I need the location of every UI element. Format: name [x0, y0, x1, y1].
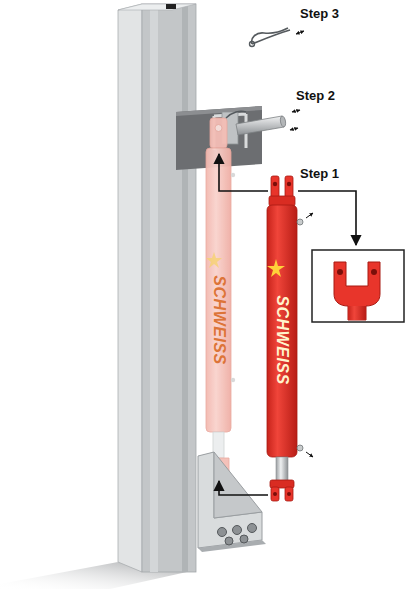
- detail-inset: [312, 250, 404, 322]
- hitch-pin-clip: [250, 42, 255, 47]
- base-bracket: [218, 528, 227, 537]
- clevis-pin: [236, 116, 284, 135]
- clevis-pin: [292, 110, 300, 112]
- step-label: Step 3: [300, 6, 339, 21]
- clevis-pin: [280, 116, 287, 128]
- installed-cylinder: [210, 118, 227, 148]
- step-label: Step 1: [300, 166, 339, 181]
- clevis-pin: [290, 128, 298, 130]
- hydraulic-cylinder: [267, 176, 313, 501]
- door-post: [150, 4, 158, 572]
- door-post: [142, 4, 196, 572]
- hydraulic-cylinder: [271, 176, 279, 198]
- install-arrow: [219, 154, 268, 191]
- base-bracket: [198, 452, 262, 548]
- hitch-pin-clip: [226, 111, 246, 118]
- installed-cylinder: [231, 378, 235, 382]
- door-post: [166, 4, 176, 9]
- base-bracket: [214, 452, 262, 518]
- base-bracket: [240, 535, 248, 543]
- installed-cylinder: [231, 173, 235, 177]
- door-post: [118, 4, 196, 10]
- brand-logo: SCHWEISS: [210, 275, 228, 364]
- hydraulic-cylinder: [285, 487, 293, 501]
- base-bracket: [233, 526, 242, 535]
- detail-inset: [371, 269, 377, 275]
- hydraulic-cylinder: [271, 487, 279, 501]
- door-post: [118, 4, 196, 572]
- install-arrow: [219, 481, 268, 495]
- hydraulic-cylinder: [273, 182, 277, 186]
- hitch-pin-clip: [252, 28, 290, 44]
- installed-cylinder: [206, 252, 222, 268]
- hydraulic-cylinder: [267, 205, 297, 457]
- step-label: Step 2: [296, 88, 335, 103]
- base-bracket: [225, 537, 233, 545]
- detail-inset: [312, 250, 404, 322]
- hydraulic-cylinder: [306, 452, 313, 457]
- hydraulic-cylinder: [269, 196, 295, 206]
- detail-inset: [334, 262, 380, 320]
- hydraulic-cylinder: [297, 219, 303, 225]
- install-arrow: [298, 191, 356, 245]
- door-post: [182, 4, 188, 572]
- detail-inset: [337, 269, 343, 275]
- door-post: [118, 4, 142, 572]
- detail-inset: [348, 306, 366, 320]
- hydraulic-cylinder: [306, 213, 313, 218]
- clevis-pin: [236, 110, 300, 135]
- hitch-pin-clip: [226, 28, 304, 118]
- installed-cylinder: [206, 118, 235, 476]
- hitch-pin-clip: [296, 31, 304, 34]
- installed-cylinder: [215, 125, 222, 132]
- hydraulic-cylinder: [267, 259, 285, 277]
- install-arrow: [219, 154, 356, 495]
- hydraulic-cylinder: [276, 457, 288, 481]
- hydraulic-cylinder: [273, 492, 277, 496]
- hydraulic-cylinder: [285, 176, 293, 198]
- base-bracket: [248, 524, 257, 533]
- base-bracket: [198, 452, 266, 552]
- brand-logo: SCHWEISS: [273, 295, 291, 384]
- hydraulic-cylinder: [287, 492, 291, 496]
- hydraulic-cylinder: [297, 445, 303, 451]
- hydraulic-cylinder: [287, 182, 291, 186]
